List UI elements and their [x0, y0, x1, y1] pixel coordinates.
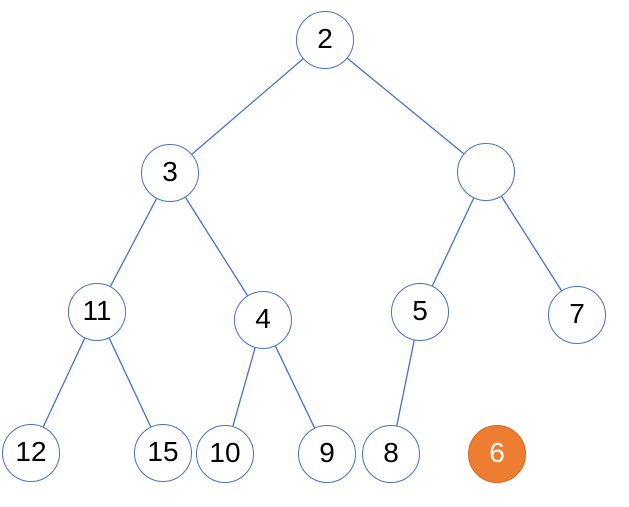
tree-node-label: 12	[15, 436, 47, 467]
tree-edge-n5-n8	[396, 340, 415, 426]
tree-node-label: 11	[82, 295, 112, 326]
tree-edge-nblank-n7	[501, 196, 562, 291]
tree-node-7: 7	[548, 286, 606, 344]
tree-node-label: 10	[209, 437, 241, 468]
tree-node-3: 3	[141, 144, 199, 202]
tree-node-2: 2	[296, 11, 354, 69]
tree-node-label: 9	[319, 437, 335, 468]
tree-node-label: 7	[569, 298, 585, 329]
tree-node-11: 11	[68, 283, 126, 341]
tree-edge-n11-n12	[42, 337, 86, 428]
tree-edge-n11-n15	[108, 337, 152, 428]
tree-node-label: 5	[412, 295, 428, 326]
tree-node-label: 2	[317, 23, 333, 54]
tree-edge-n4-n10	[232, 347, 256, 427]
tree-node-5: 5	[391, 283, 449, 341]
tree-edge-n2-n3	[191, 58, 304, 155]
tree-node-label: 8	[383, 437, 399, 468]
tree-node-label: 4	[255, 303, 271, 334]
tree-edge-n3-n4	[184, 197, 249, 296]
tree-node-label: 6	[489, 437, 505, 468]
tree-node-8: 8	[362, 425, 420, 483]
tree-node-empty	[457, 143, 515, 201]
tree-edge-n4-n9	[274, 345, 316, 429]
tree-node-15: 15	[134, 424, 192, 482]
tree-node-label: 3	[162, 156, 178, 187]
tree-node-9: 9	[298, 425, 356, 483]
tree-node-4: 4	[234, 291, 292, 349]
tree-edge-n2-nblank	[347, 57, 464, 155]
tree-node-6: 6	[468, 425, 526, 483]
tree-edge-nblank-n5	[431, 197, 475, 287]
tree-edge-n3-n11	[109, 198, 158, 287]
tree-node-label: 15	[147, 436, 179, 467]
tree-node-10: 10	[196, 425, 254, 483]
tree-node-12: 12	[2, 424, 60, 482]
